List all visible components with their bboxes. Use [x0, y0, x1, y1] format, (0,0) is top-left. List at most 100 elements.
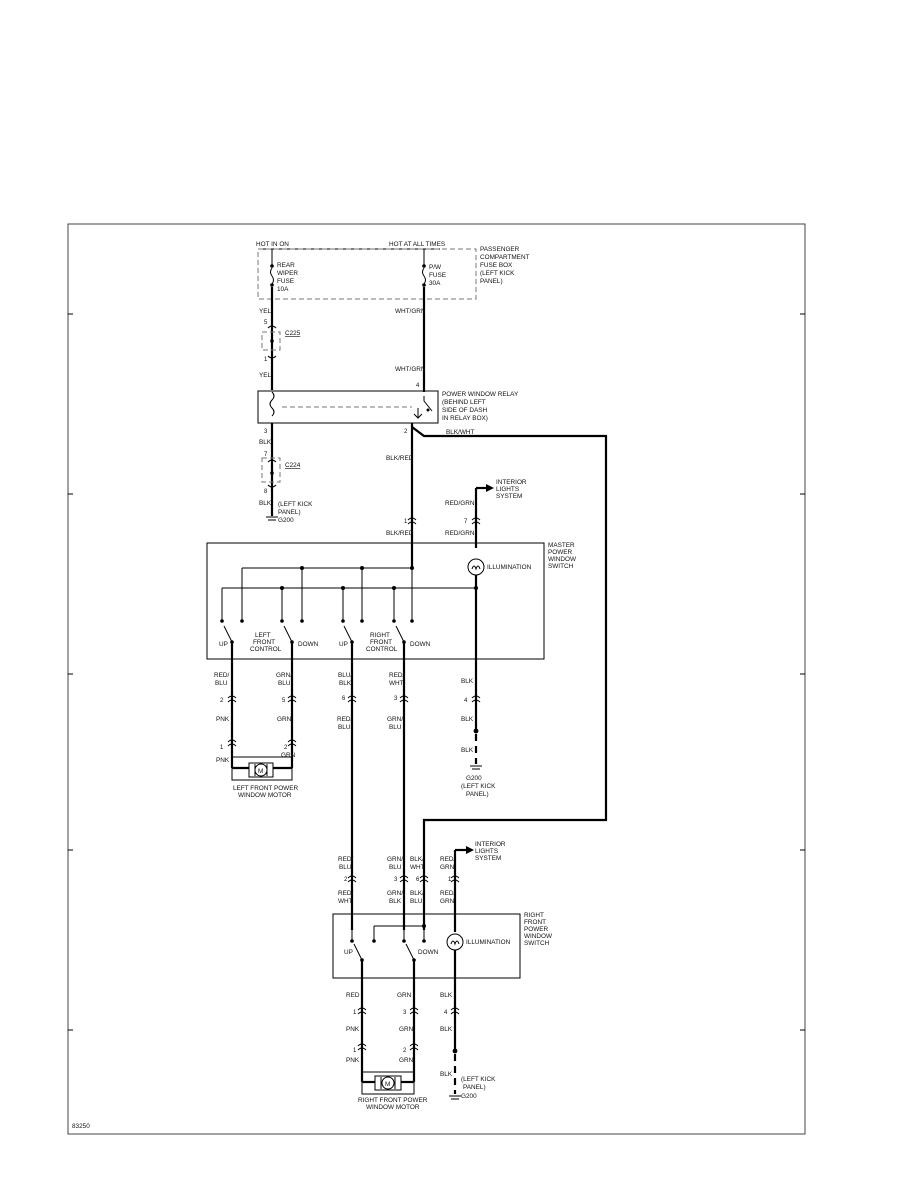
svg-text:PANEL): PANEL) [278, 509, 301, 516]
wire-label-wht-1: WHT [389, 680, 404, 687]
pin-1b: 1 [404, 519, 408, 525]
diagram-frame [67, 223, 806, 1135]
wire-label-wht-2: WHT [338, 898, 353, 905]
svg-text:FRONT: FRONT [370, 639, 392, 646]
svg-text:LIGHTS: LIGHTS [475, 848, 498, 855]
svg-text:WINDOW MOTOR: WINDOW MOTOR [366, 1104, 420, 1111]
svg-text:FRONT: FRONT [524, 919, 546, 926]
svg-text:CONTROL: CONTROL [366, 646, 398, 653]
wire-label-blk-4: BLK [461, 678, 474, 685]
svg-text:SWITCH: SWITCH [548, 563, 574, 570]
wire-label-blu-6: BLU [339, 864, 352, 871]
rear-wiper-fuse: REAR WIPER FUSE 10A [270, 262, 298, 293]
svg-text:COMPARTMENT: COMPARTMENT [480, 254, 530, 261]
wire-label-red-grn-1: RED/GRN [445, 500, 475, 507]
svg-text:FUSE: FUSE [277, 278, 294, 285]
wire-label-blk-red-1: BLK/RED [386, 455, 414, 462]
svg-text:G200: G200 [466, 775, 482, 782]
pin-7b: 7 [464, 519, 468, 525]
svg-text:INTERIOR: INTERIOR [496, 479, 527, 486]
svg-text:ILLUMINATION: ILLUMINATION [487, 564, 532, 571]
wire-label-red-3: RED/ [389, 672, 404, 679]
right-motor-label: RIGHT FRONT POWER WINDOW MOTOR [358, 1097, 428, 1111]
wire-label-blk-6: BLK [461, 747, 474, 754]
svg-text:WINDOW MOTOR: WINDOW MOTOR [238, 792, 292, 799]
svg-text:PANEL): PANEL) [463, 1084, 486, 1091]
pin-2b: 2 [220, 698, 224, 704]
master-right-down-label: DOWN [410, 641, 431, 648]
wire-label-blk-11: BLK [440, 1026, 453, 1033]
svg-text:POWER: POWER [524, 926, 549, 933]
pin-6b: 6 [416, 877, 420, 883]
wire-label-grn-2: GRN [277, 716, 292, 723]
wire-label-red-6: RED/ [440, 856, 455, 863]
left-front-window-motor: M [231, 756, 293, 781]
wire-label-yel-1: YEL [259, 308, 272, 315]
wire-label-grn-3: GRN [281, 752, 296, 759]
connector-c224 [261, 457, 281, 483]
svg-text:(LEFT KICK: (LEFT KICK [461, 783, 496, 790]
svg-text:IN RELAY BOX): IN RELAY BOX) [442, 415, 488, 422]
wire-label-blk-10: BLK [440, 992, 453, 999]
svg-text:M: M [385, 1081, 390, 1088]
right-illumination-lamp: ILLUMINATION [446, 933, 511, 951]
pin-3b: 3 [394, 696, 398, 702]
svg-text:ILLUMINATION: ILLUMINATION [466, 939, 511, 946]
svg-text:SIDE OF DASH: SIDE OF DASH [442, 407, 487, 414]
svg-text:RIGHT: RIGHT [524, 912, 544, 919]
pin-2d: 2 [344, 877, 348, 883]
wire-label-red-grn-2: RED/GRN [445, 530, 475, 537]
wire-label-blu-2: BLU [278, 680, 291, 687]
master-switch-label: MASTER POWER WINDOW SWITCH [548, 542, 577, 570]
svg-text:RIGHT: RIGHT [370, 632, 390, 639]
wire-label-red-4: RED/ [338, 856, 353, 863]
svg-text:LIGHTS: LIGHTS [496, 486, 519, 493]
svg-text:(BEHIND LEFT: (BEHIND LEFT [442, 399, 486, 406]
wire-label-blu-8: BLU [410, 898, 423, 905]
svg-text:LEFT FRONT POWER: LEFT FRONT POWER [233, 785, 298, 792]
wire-label-red-8: RED [346, 992, 360, 999]
pin-4b: 4 [464, 698, 468, 704]
wire-label-blk-8: BLK/ [410, 856, 424, 863]
wire-label-blk-red-2: BLK/RED [386, 530, 414, 537]
svg-text:FUSE: FUSE [429, 272, 446, 279]
master-left-down-label: DOWN [298, 641, 319, 648]
pin-3c: 3 [394, 877, 398, 883]
connector-c225 [261, 331, 281, 351]
svg-text:(LEFT KICK: (LEFT KICK [480, 270, 515, 277]
power-window-relay-label: POWER WINDOW RELAY (BEHIND LEFT SIDE OF … [442, 391, 519, 422]
svg-text:PANEL): PANEL) [480, 278, 503, 285]
right-front-power-window-switch [332, 913, 521, 979]
wire-label-red-7: RED/ [440, 890, 455, 897]
pin-1: 1 [264, 357, 268, 363]
pin-4c: 4 [444, 1010, 448, 1016]
connector-c224-label: C224 [285, 462, 301, 469]
pin-7: 7 [264, 452, 268, 458]
svg-text:30A: 30A [429, 280, 441, 287]
pin-8: 8 [264, 489, 268, 495]
svg-text:WINDOW: WINDOW [524, 933, 553, 940]
wire-label-blk-2: BLK [259, 500, 272, 507]
svg-text:(LEFT KICK: (LEFT KICK [278, 501, 313, 508]
wire-label-grn-6: GRN/ [387, 890, 403, 897]
wire-label-grn-10: GRN [399, 1026, 414, 1033]
pin-1d: 1 [448, 877, 452, 883]
svg-text:POWER: POWER [548, 549, 573, 556]
svg-text:POWER WINDOW RELAY: POWER WINDOW RELAY [442, 391, 519, 398]
svg-text:CONTROL: CONTROL [250, 646, 282, 653]
svg-text:PASSENGER: PASSENGER [480, 246, 520, 253]
svg-text:10A: 10A [277, 286, 289, 293]
right-switch-up-lever [353, 943, 363, 961]
power-window-relay [257, 390, 439, 424]
svg-text:WIPER: WIPER [277, 270, 298, 277]
svg-text:PANEL): PANEL) [466, 791, 489, 798]
master-right-down-lever [395, 625, 405, 643]
wire-label-grn-7: GRN [440, 864, 455, 871]
pin-1c: 1 [220, 745, 224, 751]
svg-text:SYSTEM: SYSTEM [475, 855, 501, 862]
svg-text:FUSE BOX: FUSE BOX [480, 262, 513, 269]
svg-text:REAR: REAR [277, 262, 295, 269]
hot-at-all-times-label: HOT AT ALL TIMES [389, 241, 445, 248]
svg-text:LEFT: LEFT [255, 632, 271, 639]
